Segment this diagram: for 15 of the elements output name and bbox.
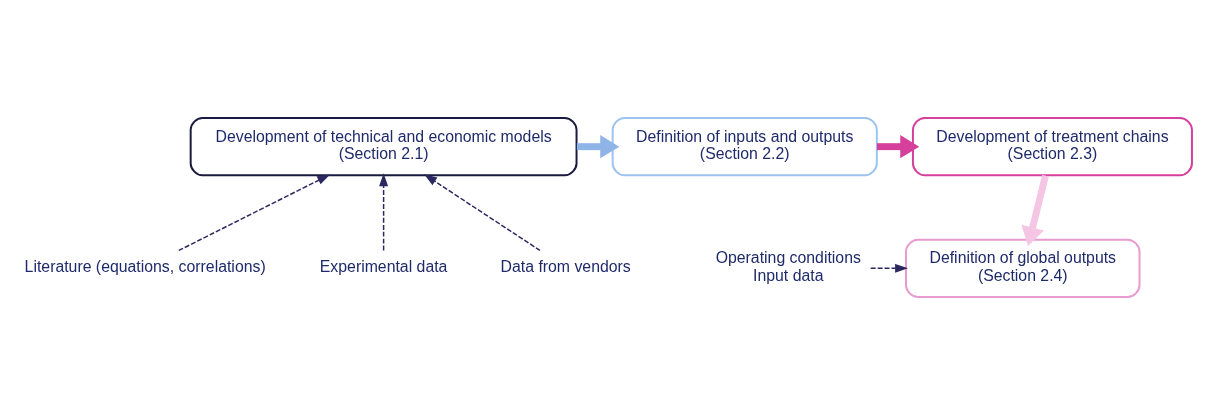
arrow <box>1021 174 1049 246</box>
node-text: Experimental data <box>319 257 448 275</box>
node-text: Literature (equations, correlations) <box>24 257 266 275</box>
arrow <box>869 263 908 273</box>
arrow <box>424 173 541 251</box>
node-text: Operating conditions Input data <box>715 248 861 284</box>
node-box: Definition of inputs and outputs (Section 2.2) <box>611 116 878 176</box>
node-text: Data from vendors <box>500 257 631 275</box>
arrow <box>576 134 620 158</box>
node-box: Development of treatment chains (Section 2.3) <box>911 116 1193 176</box>
node-box: Development of technical and economic models (Section 2.1) <box>189 116 578 176</box>
arrow <box>876 134 920 158</box>
node-box: Definition of global outputs (Section 2.4) <box>905 238 1141 298</box>
arrow <box>379 172 389 251</box>
arrow <box>178 174 331 251</box>
